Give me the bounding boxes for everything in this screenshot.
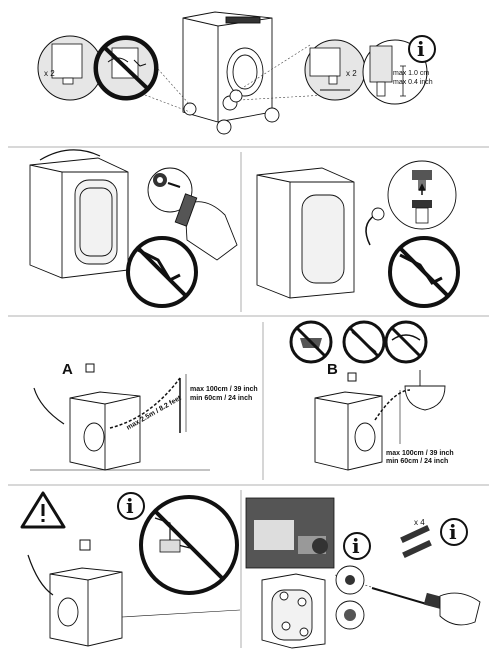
prohibited-icons — [289, 320, 428, 364]
hose — [39, 149, 101, 161]
max-height: max 100cm / 39 inch — [386, 450, 454, 457]
socket-icon — [347, 372, 357, 382]
min-height: min 60cm / 24 inch — [190, 395, 252, 402]
socket-icon — [79, 539, 91, 551]
foot-adjust-callout: x 2 — [304, 39, 366, 101]
prohibited-icon — [139, 495, 239, 595]
prohibited-icon — [388, 236, 460, 308]
washing-machine-rear — [29, 157, 129, 279]
max-height: max 100cm / 39 inch — [190, 386, 258, 393]
max-inch: max 0.4 inch — [393, 79, 433, 86]
inlet-connector — [371, 207, 385, 221]
panel-levelling-feet: x 2 x 2 max 1.0 cm max 0.4 inch — [37, 11, 436, 135]
bolt-callout — [147, 167, 193, 213]
inlet-hose — [365, 214, 376, 246]
warning-triangle-icon — [20, 491, 66, 529]
max-cm: max 1.0 cm — [393, 70, 429, 77]
panel-drain-a: A max 2.5m / 8.2 feet max 100cm / 39 inc… — [30, 361, 258, 471]
info-icon: i — [440, 518, 468, 546]
drain-label-b: B — [327, 361, 338, 378]
feet-callouts — [183, 89, 280, 135]
svg-text:i: i — [126, 494, 134, 518]
washing-machine-rear — [256, 167, 355, 299]
qty-left: x 2 — [44, 69, 55, 78]
hand-with-spanner — [174, 193, 238, 261]
info-icon: i — [117, 492, 145, 520]
foot-correct-callout: x 2 — [37, 35, 103, 101]
panel-water-inlet — [256, 160, 460, 308]
socket-icon — [85, 363, 95, 373]
panel-dividers — [8, 146, 489, 648]
panel-bolt-caps: i x 4 i — [245, 497, 481, 649]
min-height: min 60cm / 24 inch — [386, 458, 448, 465]
info-icon: i — [408, 35, 436, 63]
qty-right: x 2 — [346, 69, 357, 78]
panel-remove-bolts-left — [29, 149, 238, 308]
sink — [404, 370, 446, 411]
cap-insert-callout — [335, 565, 365, 630]
drain-hose — [109, 377, 181, 429]
panel-drain-b: B max 100cm / 39 inch min 60cm / 24 inch — [289, 320, 454, 471]
svg-text:i: i — [449, 520, 457, 544]
washing-machine — [182, 11, 273, 123]
drain-hose — [374, 389, 411, 421]
floor-line — [121, 609, 241, 618]
prohibited-icon — [126, 236, 198, 308]
svg-text:i: i — [352, 534, 360, 558]
inlet-hose — [33, 387, 65, 425]
hand-with-screwdriver — [371, 587, 481, 626]
foot-prohibited-callout — [93, 35, 159, 101]
washing-machine — [49, 567, 123, 647]
washing-machine — [314, 391, 383, 471]
washing-machine-rear — [261, 573, 326, 649]
tap-callout — [387, 160, 457, 230]
qty-caps: x 4 — [414, 518, 425, 527]
info-icon: i — [343, 532, 371, 560]
washing-machine — [69, 391, 141, 471]
top-view-photo — [245, 497, 335, 569]
inlet-hose — [27, 554, 54, 596]
bolt-icon — [400, 524, 432, 559]
drain-label-a: A — [62, 361, 73, 378]
panel-warning: i — [20, 491, 241, 647]
svg-text:i: i — [417, 37, 425, 61]
